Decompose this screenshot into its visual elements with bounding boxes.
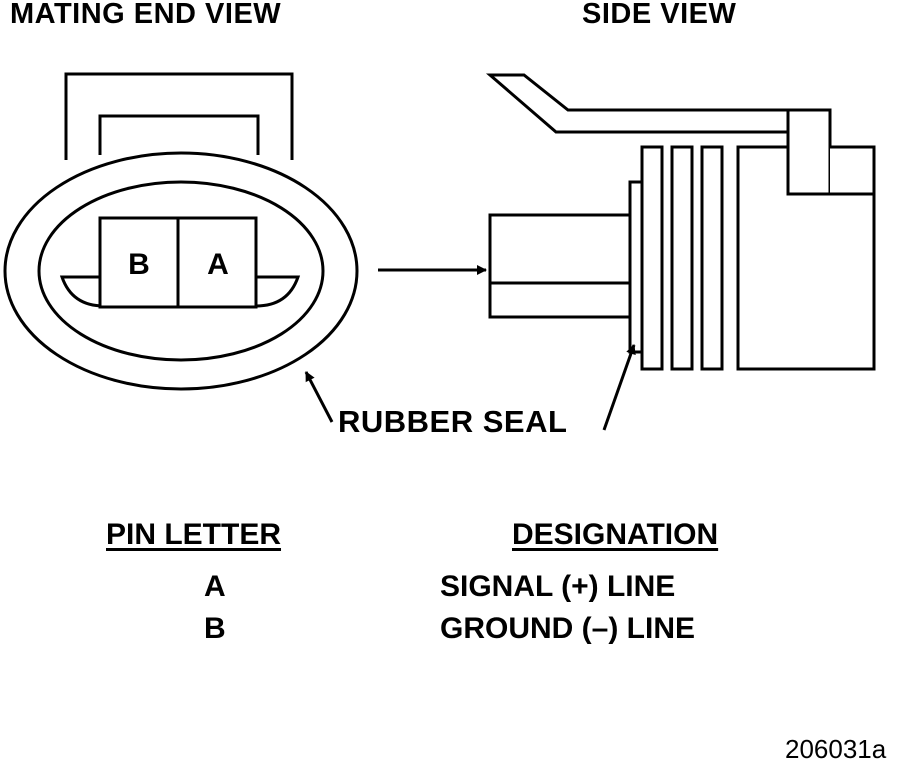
rubber-seal-ring (37, 180, 325, 362)
lock-lever (485, 73, 832, 134)
mating-end-connector (3, 72, 359, 391)
pin-b-label: B (128, 248, 150, 281)
pin-a-label: A (207, 248, 229, 281)
rubber-seal-back-plate (628, 180, 644, 354)
locking-tab-inner (98, 114, 260, 155)
connector-diagram: B A RUBBER SEAL (3, 72, 876, 439)
locking-tab-outer (64, 72, 294, 160)
pin-row-2-designation: GROUND (–) LINE (440, 612, 695, 645)
plug-nose (488, 213, 632, 319)
seal-rib-2 (670, 145, 694, 371)
side-view-title: SIDE VIEW (582, 0, 737, 30)
mating-end-view-title: MATING END VIEW (10, 0, 282, 30)
lock-step (830, 145, 876, 196)
rubber-seal-label: RUBBER SEAL (338, 404, 567, 439)
pin-a-box (176, 216, 258, 309)
designation-header: DESIGNATION (512, 518, 719, 551)
rubber-seal-leader-left (304, 371, 334, 423)
seal-rib-1 (640, 145, 664, 371)
pin-row-1-letter: A (204, 570, 226, 603)
seal-rib-3 (700, 145, 724, 371)
lock-block (786, 108, 832, 196)
rubber-seal-leader-right (602, 344, 636, 431)
pin-row-1-designation: SIGNAL (+) LINE (440, 570, 676, 603)
pin-row-2-letter: B (204, 612, 226, 645)
side-connector (485, 73, 876, 371)
pin-letter-header: PIN LETTER (106, 518, 282, 551)
figure-number: 206031a (785, 734, 887, 764)
